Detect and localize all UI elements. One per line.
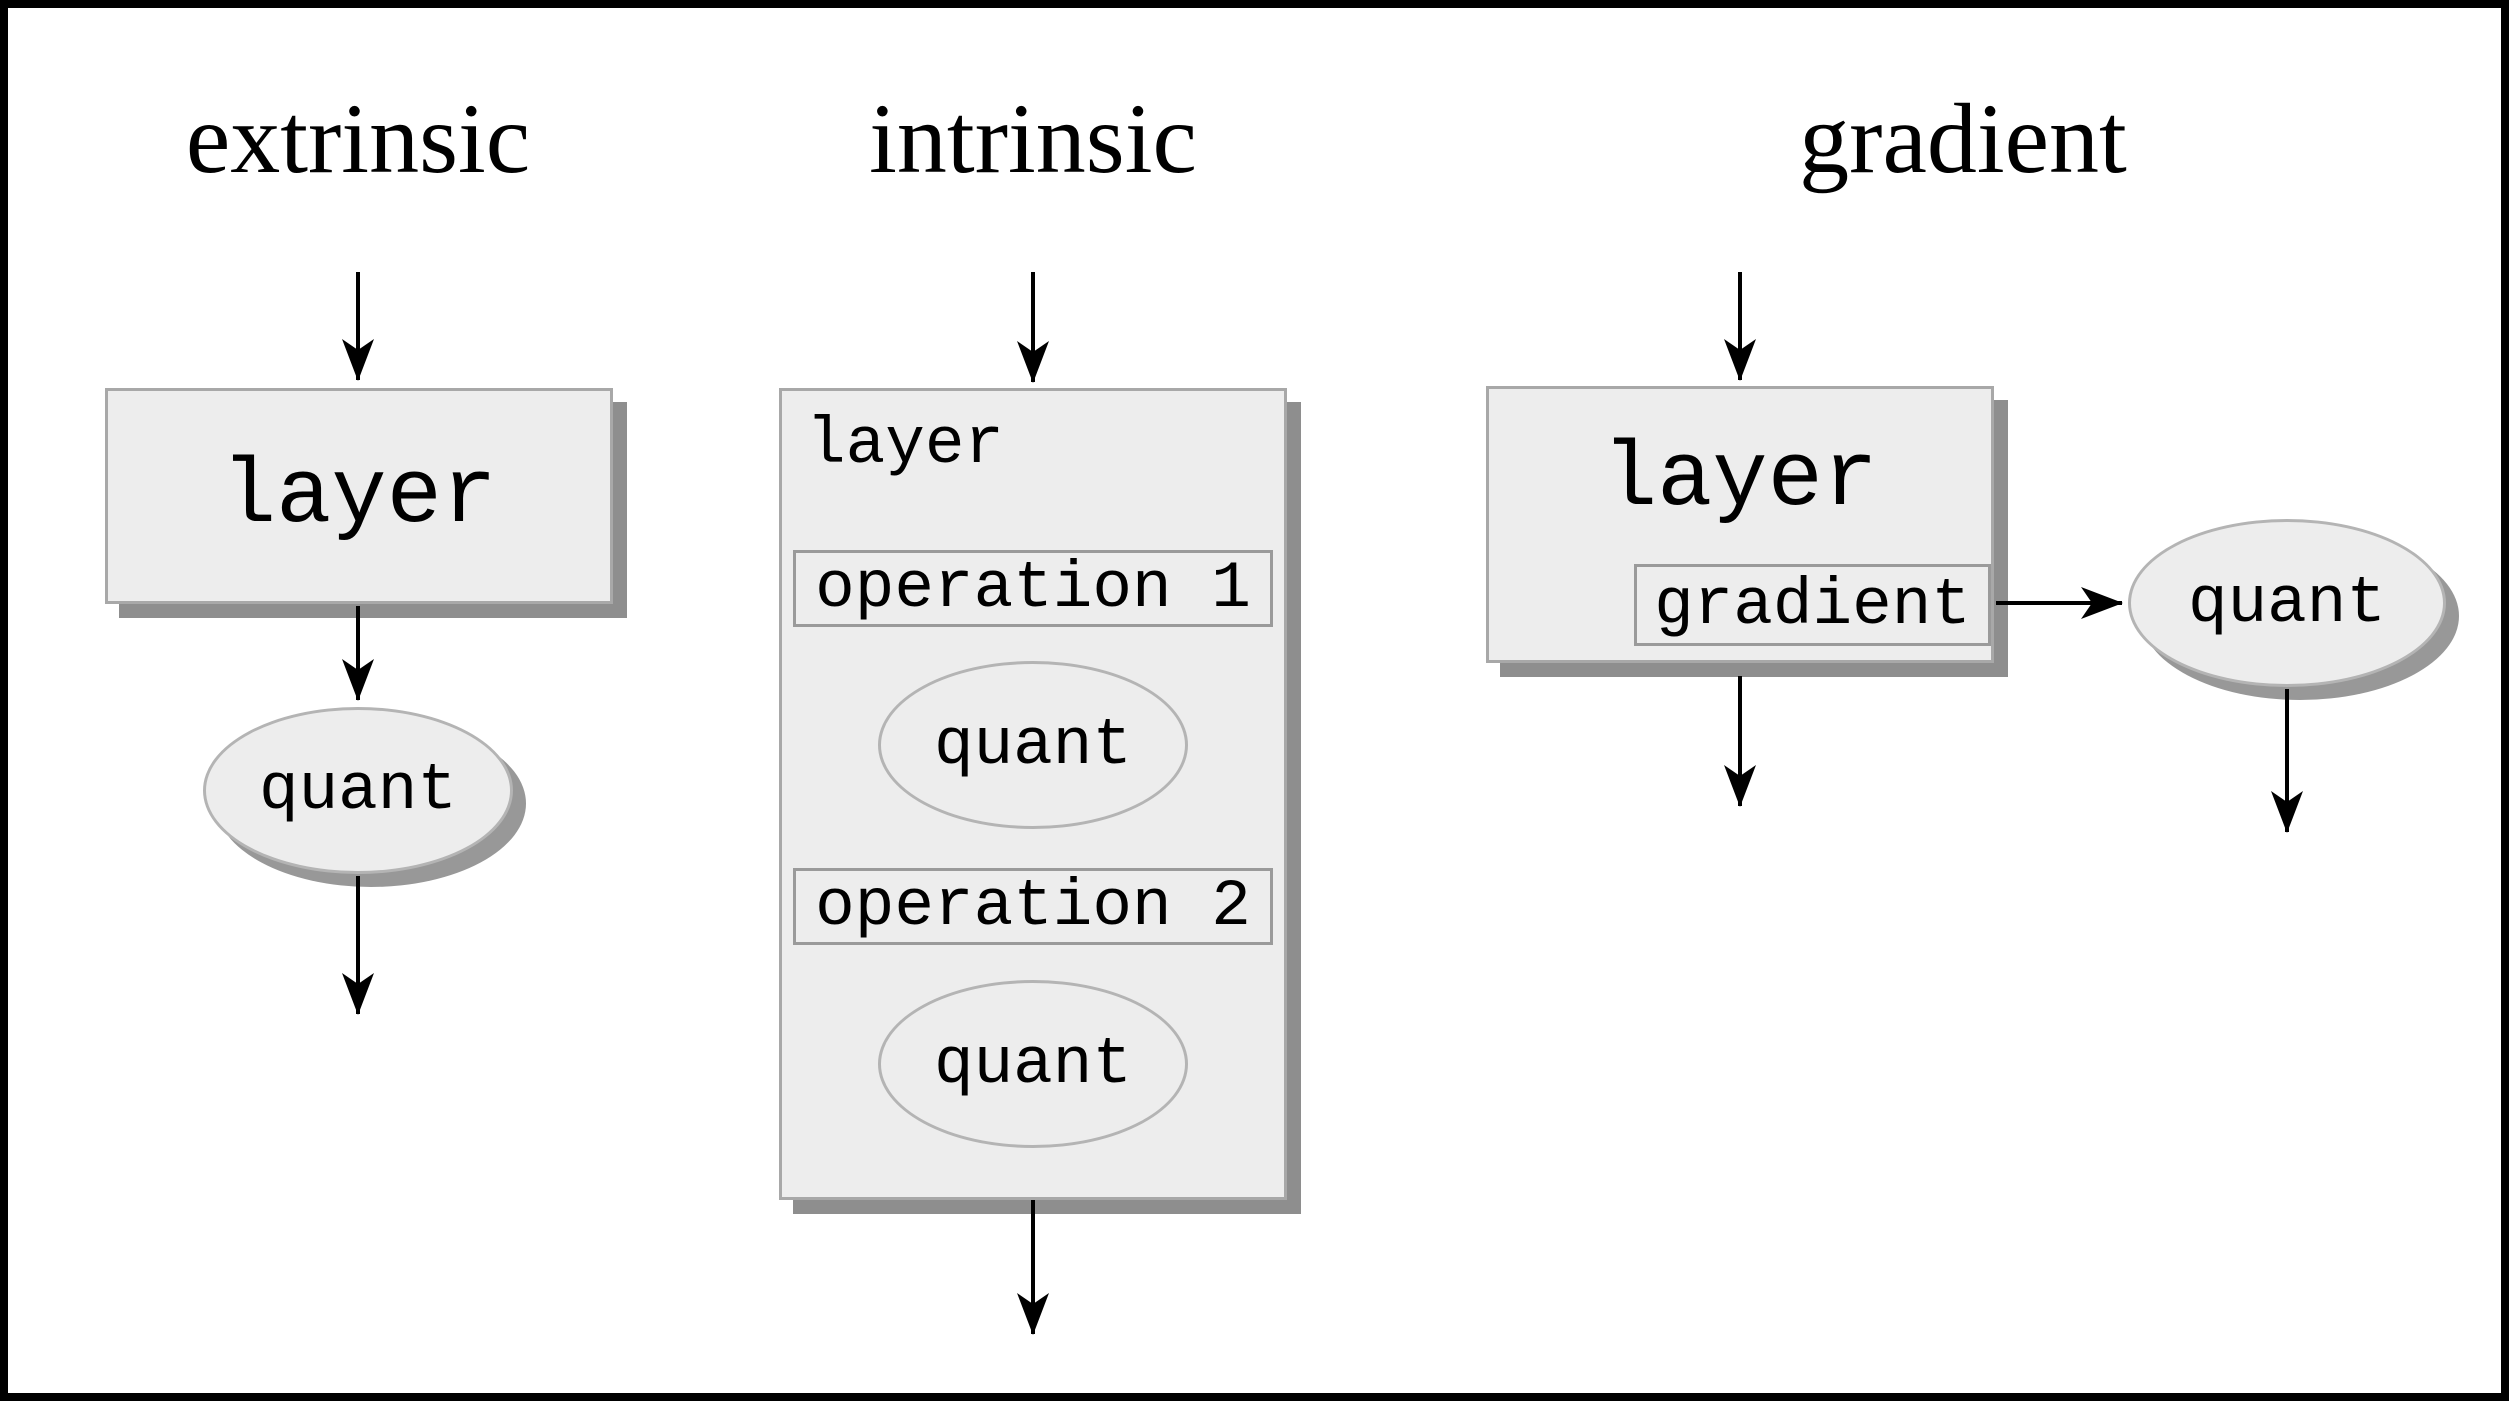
extrinsic-quant-label: quant [258,753,458,828]
gradient-inner-box: gradient [1634,564,1991,646]
intrinsic-quant2-ellipse: quant [878,980,1188,1148]
intrinsic-quant1-label: quant [933,707,1133,783]
column-title-gradient: gradient [1799,83,2127,194]
gradient-quant-ellipse: quant [2128,519,2446,687]
extrinsic-quant-ellipse: quant [203,707,513,874]
extrinsic-layer-box: layer [105,388,613,604]
column-title-extrinsic: extrinsic [185,83,531,194]
intrinsic-quant1-ellipse: quant [878,661,1188,829]
intrinsic-operation1-label: operation 1 [815,551,1251,626]
gradient-quant-label: quant [2187,565,2387,641]
gradient-layer-label: layer [1601,427,1879,532]
intrinsic-operation2-box: operation 2 [793,868,1273,945]
intrinsic-operation2-label: operation 2 [815,869,1251,944]
intrinsic-quant2-label: quant [933,1026,1133,1102]
nodes-layer: extrinsic intrinsic gradient layer quant… [8,8,2501,1393]
column-title-intrinsic: intrinsic [869,83,1197,194]
gradient-inner-label: gradient [1654,567,1971,643]
intrinsic-layer-label: layer [806,407,1005,482]
extrinsic-layer-label: layer [220,443,498,549]
intrinsic-operation1-box: operation 1 [793,550,1273,627]
